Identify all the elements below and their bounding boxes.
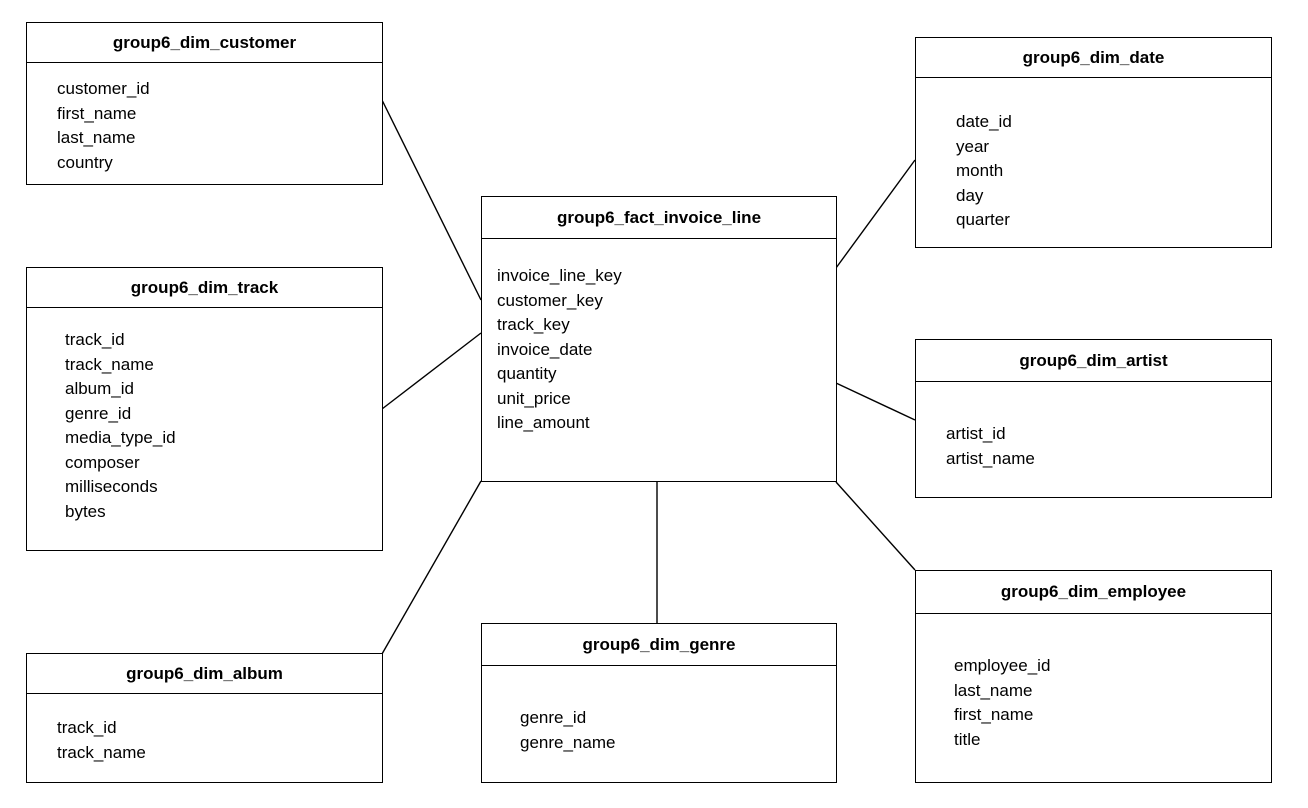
field: employee_id (954, 656, 1051, 675)
field: invoice_line_key (497, 266, 622, 285)
entity-employee[interactable]: group6_dim_employee employee_id last_nam… (915, 570, 1272, 783)
entity-fact-invoice-line[interactable]: group6_fact_invoice_line invoice_line_ke… (481, 196, 837, 482)
field-list: date_id year month day quarter (956, 110, 1012, 233)
relation-line-fact-employee (835, 481, 916, 571)
entity-title: group6_dim_album (27, 654, 382, 694)
field-list: artist_id artist_name (946, 422, 1035, 471)
field-list: track_id track_name (57, 716, 146, 765)
field: milliseconds (65, 477, 158, 496)
field: line_amount (497, 413, 590, 432)
field: artist_name (946, 448, 1035, 468)
field: day (956, 185, 984, 205)
field: year (956, 136, 990, 156)
field: last_name (57, 128, 136, 147)
entity-title: group6_dim_genre (482, 624, 836, 666)
field-list: customer_id first_name last_name country (57, 77, 150, 175)
field: track_id (57, 718, 117, 737)
field: media_type_id (65, 428, 176, 447)
field: composer (65, 452, 140, 472)
field: genre_id (65, 403, 132, 423)
field: quantity (497, 364, 557, 383)
relation-line-fact-date (835, 159, 916, 269)
entity-title: group6_dim_track (27, 268, 382, 308)
field: track_name (57, 742, 146, 762)
entity-customer[interactable]: group6_dim_customer customer_id first_na… (26, 22, 383, 185)
entity-track[interactable]: group6_dim_track track_id track_name alb… (26, 267, 383, 551)
field: invoice_date (497, 339, 593, 359)
field: date_id (956, 112, 1012, 131)
entity-date[interactable]: group6_dim_date date_id year month day q… (915, 37, 1272, 248)
entity-title: group6_fact_invoice_line (482, 197, 836, 239)
field-list: employee_id last_name first_name title (954, 654, 1050, 752)
field: track_key (497, 315, 570, 334)
field: customer_key (497, 290, 603, 310)
field: unit_price (497, 388, 571, 408)
entity-album[interactable]: group6_dim_album track_id track_name (26, 653, 383, 783)
field: bytes (65, 501, 106, 521)
entity-title: group6_dim_customer (27, 23, 382, 63)
field: first_name (954, 705, 1034, 724)
entity-title: group6_dim_artist (916, 340, 1271, 382)
field: genre_name (520, 732, 616, 752)
relation-line-fact-customer (381, 99, 482, 301)
field: genre_id (520, 708, 587, 727)
field: title (954, 729, 981, 749)
field-list: track_id track_name album_id genre_id me… (65, 328, 176, 524)
entity-title: group6_dim_employee (916, 571, 1271, 614)
field-list: invoice_line_key customer_key track_key … (497, 264, 622, 436)
field: track_id (65, 330, 125, 349)
entity-genre[interactable]: group6_dim_genre genre_id genre_name (481, 623, 837, 783)
field: last_name (954, 680, 1033, 700)
relation-line-fact-track (381, 332, 482, 410)
field: track_name (65, 354, 154, 374)
field: month (956, 161, 1004, 180)
relation-line-fact-album (381, 480, 482, 655)
field: country (57, 152, 113, 172)
field: first_name (57, 103, 137, 123)
field: customer_id (57, 79, 150, 98)
entity-artist[interactable]: group6_dim_artist artist_id artist_name (915, 339, 1272, 498)
field-list: genre_id genre_name (520, 706, 615, 755)
field: album_id (65, 379, 134, 398)
field: artist_id (946, 424, 1006, 443)
entity-title: group6_dim_date (916, 38, 1271, 78)
field: quarter (956, 210, 1010, 229)
relation-line-fact-artist (835, 382, 916, 421)
